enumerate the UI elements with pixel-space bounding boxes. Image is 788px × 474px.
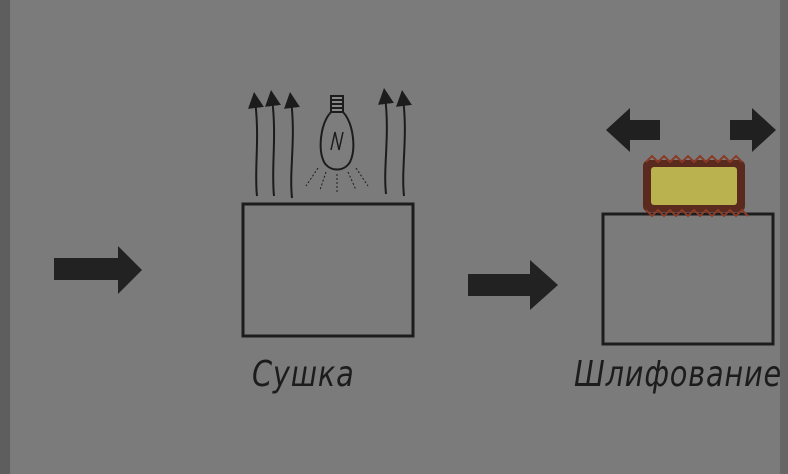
drying-label: Сушка: [252, 354, 355, 395]
drying-box: [243, 204, 413, 336]
grinding-label: Шлифование: [574, 354, 782, 395]
heat-rising-arrows-left: [255, 98, 293, 198]
left-motion-arrow: [606, 108, 660, 152]
sanding-block: [643, 156, 748, 216]
input-flow-arrow: [54, 246, 142, 294]
middle-flow-arrow: [468, 260, 558, 310]
grinding-box: [603, 214, 773, 344]
back-and-forth-arrows: [606, 108, 776, 152]
heat-rising-arrows-right: [385, 96, 405, 196]
right-motion-arrow: [730, 108, 776, 152]
light-bulb-icon: [306, 96, 368, 192]
